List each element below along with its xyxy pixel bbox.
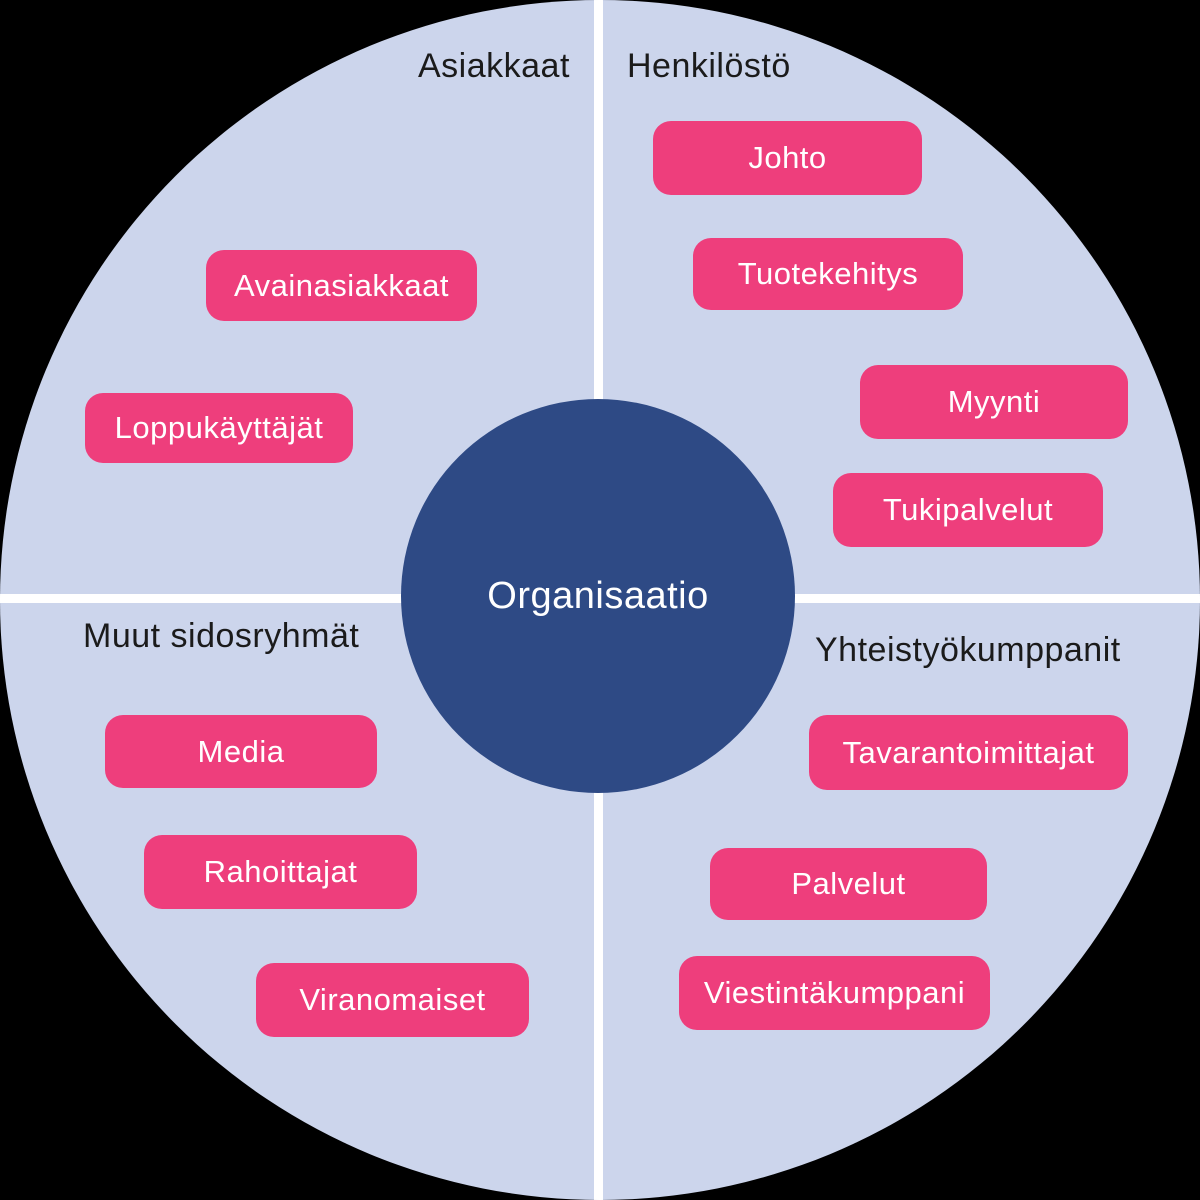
item-box-palvelut: Palvelut (710, 848, 987, 920)
quadrant-title-henkilosto: Henkilöstö (627, 47, 791, 85)
item-box-avainasiakkaat: Avainasiakkaat (206, 250, 477, 321)
item-box-tavarantoimittajat: Tavarantoimittajat (809, 715, 1128, 790)
quadrant-title-asiakkaat: Asiakkaat (418, 47, 570, 85)
quadrant-title-yhteistyokumppanit: Yhteistyökumppanit (815, 631, 1121, 669)
item-box-rahoittajat: Rahoittajat (144, 835, 417, 909)
item-box-myynti: Myynti (860, 365, 1128, 439)
quadrant-title-muut-sidosryhmat: Muut sidosryhmät (83, 617, 360, 655)
item-box-tuotekehitys: Tuotekehitys (693, 238, 963, 310)
item-box-media: Media (105, 715, 377, 788)
item-box-viranomaiset: Viranomaiset (256, 963, 529, 1037)
center-circle: Organisaatio (401, 399, 795, 793)
item-box-johto: Johto (653, 121, 922, 195)
item-box-loppukayttajat: Loppukäyttäjät (85, 393, 353, 463)
item-box-viestintakumppani: Viestintäkumppani (679, 956, 990, 1030)
item-box-tukipalvelut: Tukipalvelut (833, 473, 1103, 547)
center-label: Organisaatio (487, 574, 709, 617)
